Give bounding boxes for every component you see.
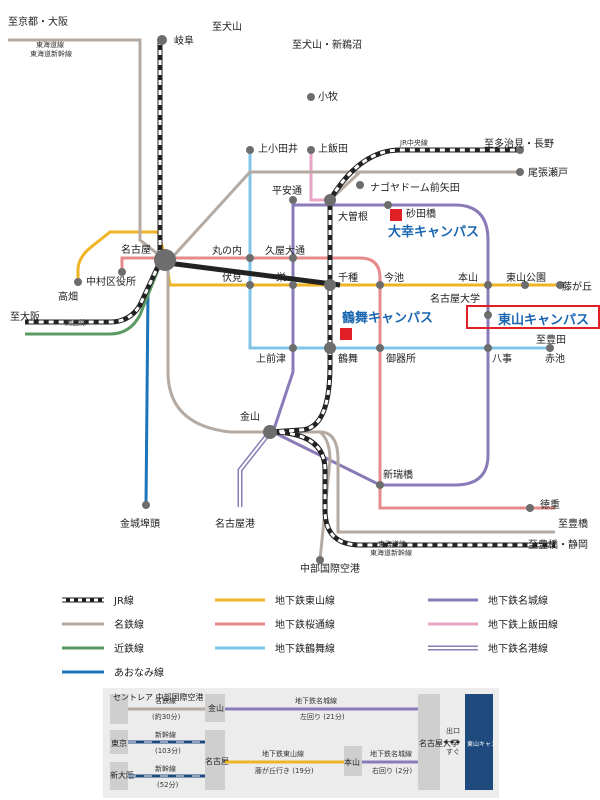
legend-sakuradori: 地下鉄桜通線	[275, 618, 335, 631]
route-panel: セントレア 中部国際空港 金山 東京 新大阪 名古屋 本山 名古屋大学 東山キャ…	[103, 688, 509, 798]
tsurumai-line	[248, 150, 550, 350]
station-motoyama: 本山	[458, 271, 478, 284]
legend-meiko: 地下鉄名港線	[488, 642, 548, 655]
station-sunadabashi: 砂田橋	[406, 207, 436, 220]
meijo-line	[271, 203, 490, 487]
higashiyama-campus-box	[466, 305, 600, 329]
station-owariseto: 尾張瀬戸	[528, 167, 568, 179]
panel-shinkansen2-time: (52分)	[157, 780, 179, 789]
dir-tokaido-shinkansen2: 東海道新幹線	[370, 548, 412, 557]
station-marunouchi: 丸の内	[212, 244, 242, 257]
panel-exit: 出口	[446, 726, 460, 735]
dir-toyohashi: 至豊橋	[558, 517, 588, 530]
station-gokiso: 御器所	[386, 352, 416, 365]
panel-meijo-label: 地下鉄名城線	[295, 696, 337, 705]
station-kamiiida: 上飯田	[318, 142, 348, 155]
station-kanayama: 金山	[240, 410, 260, 423]
station-kamiotai: 上小田井	[258, 142, 298, 155]
station-kamimaezu: 上前津	[256, 352, 286, 365]
legend-meitetsu: 名鉄線	[114, 618, 144, 631]
station-fushimi: 伏見	[222, 271, 242, 284]
legend-jr: JR線	[113, 594, 134, 607]
dir-tokaido-line: 東海道線	[36, 40, 64, 49]
panel-motoyama: 本山	[344, 757, 360, 767]
station-takabata: 高畑	[58, 290, 78, 303]
station-fujigaoka: 藤が丘	[562, 280, 592, 293]
station-imaike: 今池	[384, 271, 404, 284]
dir-tokaido-shinkansen: 東海道新幹線	[30, 49, 72, 58]
panel-nagoya-daigaku: 名古屋大学	[419, 738, 459, 748]
panel-kanayama: 金山	[208, 703, 224, 713]
station-chikusa: 千種	[338, 271, 358, 284]
legend-kamiiida: 地下鉄上飯田線	[488, 618, 558, 631]
station-nagoya-dome: ナゴヤドーム前矢田	[370, 181, 460, 194]
dir-toyota: 至豊田	[536, 333, 566, 346]
legend-aonami: あおなみ線	[114, 666, 164, 679]
station-heiando: 平安通	[272, 184, 302, 197]
station-tokushige: 徳重	[540, 498, 560, 511]
kintetsu-line	[25, 264, 162, 336]
panel-tokyo: 東京	[111, 738, 127, 748]
panel-campus-box	[465, 694, 493, 790]
panel-soon: すぐ	[446, 748, 460, 756]
station-nakamurakuyakusho: 中村区役所	[86, 275, 136, 288]
campus-tsurumai: 鶴舞キャンパス	[342, 310, 433, 326]
legend-meijo: 地下鉄名城線	[488, 594, 548, 607]
dir-osaka: 至大阪	[10, 310, 40, 323]
panel-higashiyama-dir: 藤が丘行き (19分)	[255, 766, 314, 775]
kamiiida-line	[309, 150, 330, 202]
panel-centrair: セントレア 中部国際空港	[113, 692, 204, 702]
station-yagoto: 八事	[492, 352, 512, 365]
station-hisayaodori: 久屋大通	[265, 244, 305, 257]
jr-line	[25, 40, 555, 548]
station-nagoya-daigaku: 名古屋大学	[430, 292, 480, 305]
station-gifu: 岐阜	[174, 34, 194, 47]
station-nagoya: 名古屋	[121, 243, 151, 256]
station-sakae: 栄	[276, 272, 286, 284]
dir-inuyama: 至犬山	[212, 20, 242, 33]
station-akaike: 赤池	[545, 352, 565, 365]
dir-kyoto-osaka: 至京都・大阪	[8, 15, 68, 28]
panel-meijo-dir: 左回り (21分)	[300, 712, 345, 721]
sakuradori-line	[120, 256, 555, 510]
legend-kintetsu: 近鉄線	[114, 642, 144, 655]
panel-meitetsu-time: (約30分)	[152, 712, 181, 721]
panel-meitetsu-label: 名鉄線	[155, 696, 176, 705]
legend-higashiyama: 地下鉄東山線	[275, 594, 335, 607]
station-chubu-airport: 中部国際空港	[300, 562, 360, 575]
legend: JR線 地下鉄東山線 地下鉄名城線 名鉄線 地下鉄桜通線 地下鉄上飯田線 近鉄線…	[62, 594, 558, 679]
dir-kansai-line: 関西線	[65, 318, 86, 327]
legend-tsurumai: 地下鉄鶴舞線	[275, 642, 335, 655]
dir-tajimi-nagano: 至多治見・長野	[484, 137, 554, 150]
panel-nagoya: 名古屋	[205, 756, 229, 766]
station-ozone: 大曽根	[338, 210, 368, 223]
meitetsu-line	[8, 38, 555, 561]
dir-toyohashi-shizuoka: 至豊橋・静岡	[528, 538, 588, 551]
station-kinjofuto: 金城埠頭	[120, 517, 160, 530]
daiko-campus-marker	[390, 209, 402, 221]
panel-meijo2-dir: 右回り (2分)	[372, 766, 412, 775]
station-higashiyamakoen: 東山公園	[506, 271, 546, 284]
meiko-line	[237, 430, 272, 507]
panel-higashiyama-campus: 東山キャンパス	[467, 740, 509, 748]
station-komaki: 小牧	[318, 90, 338, 103]
tsurumai-campus-marker	[340, 328, 352, 340]
panel-shinkansen2: 新幹線	[155, 764, 176, 773]
dir-tokaido-line2: 東海道線	[378, 539, 406, 548]
panel-shinkansen1: 新幹線	[155, 730, 176, 739]
panel-higashiyama-label: 地下鉄東山線	[262, 749, 304, 758]
station-shinmizuhobashi: 新瑞橋	[383, 468, 413, 481]
dir-inuyama-shinunuma: 至犬山・新鵜沼	[292, 38, 362, 51]
panel-meijo2-label: 地下鉄名城線	[370, 749, 412, 758]
station-nagoyako: 名古屋港	[215, 517, 255, 530]
campus-higashiyama: 東山キャンパス	[498, 312, 589, 328]
dir-jr-chuo: JR中央線	[399, 138, 428, 147]
panel-shinkansen1-time: (103分)	[155, 746, 181, 755]
campus-daiko: 大幸キャンパス	[388, 224, 479, 240]
panel-shin-osaka: 新大阪	[110, 770, 134, 780]
station-tsurumai: 鶴舞	[338, 352, 358, 365]
